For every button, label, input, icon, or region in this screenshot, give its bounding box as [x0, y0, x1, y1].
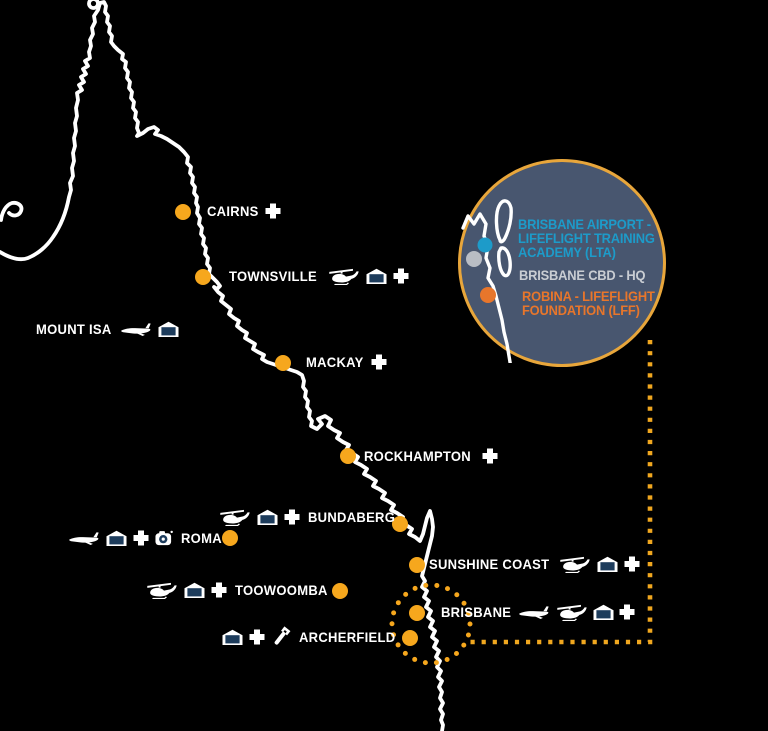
inset-entry-lta: BRISBANE AIRPORT - LIFEFLIGHT TRAINING A… — [518, 217, 655, 259]
inset-moreton-island — [494, 199, 513, 244]
hangar-icon — [366, 268, 387, 284]
city-row-sunshine-coast: SUNSHINE COAST — [429, 555, 640, 573]
city-row-mackay: MACKAY — [306, 354, 387, 370]
roma-dot[interactable] — [222, 530, 238, 546]
city-label-townsville: TOWNSVILLE — [229, 268, 317, 284]
city-label-mackay: MACKAY — [306, 354, 364, 370]
inset-stradbroke-island — [497, 246, 512, 278]
medical-cross-icon — [624, 556, 640, 572]
hangar-icon — [593, 604, 614, 620]
inset-hq-line1: BRISBANE CBD - HQ — [519, 267, 646, 283]
cairns-dot[interactable] — [175, 204, 191, 220]
brisbane-dot[interactable] — [409, 605, 425, 621]
maintenance-wrench-icon — [271, 626, 291, 648]
toowoomba-dot[interactable] — [332, 583, 348, 599]
hangar-icon — [158, 321, 179, 337]
hangar-icon — [257, 509, 278, 525]
hangar-icon — [222, 629, 243, 645]
sunshine-coast-dot[interactable] — [409, 557, 425, 573]
helicopter-icon — [555, 603, 588, 621]
inset-coastline-svg — [461, 199, 513, 363]
city-row-archerfield: ARCHERFIELD — [222, 626, 403, 648]
city-row-roma: ROMA — [68, 530, 225, 546]
archerfield-dot[interactable] — [402, 630, 418, 646]
brisbane-inset-circle: BRISBANE AIRPORT - LIFEFLIGHT TRAINING A… — [458, 159, 666, 367]
lff-dot[interactable] — [480, 287, 496, 303]
inset-entry-hq: BRISBANE CBD - HQ — [519, 267, 646, 283]
inset-mainland-coast — [461, 212, 512, 363]
helicopter-icon — [327, 267, 360, 285]
city-label-rockhampton: ROCKHAMPTON — [364, 448, 471, 464]
city-row-cairns: CAIRNS — [207, 203, 281, 219]
city-row-townsville: TOWNSVILLE — [229, 267, 409, 285]
medical-cross-icon — [393, 268, 409, 284]
city-row-mount-isa: MOUNT ISA — [36, 321, 179, 337]
city-row-brisbane: BRISBANE — [441, 603, 635, 621]
helicopter-icon — [558, 555, 591, 573]
inset-entry-lff: ROBINA - LIFEFLIGHT FOUNDATION (LFF) — [522, 289, 655, 317]
inset-lta-line1: BRISBANE AIRPORT - — [518, 216, 651, 232]
city-label-roma: ROMA — [181, 530, 222, 546]
brisbane-dashed-circle — [389, 582, 473, 666]
city-label-toowoomba: TOOWOOMBA — [235, 582, 328, 598]
hangar-icon — [597, 556, 618, 572]
simulator-camera-icon — [155, 530, 173, 546]
dotted-connector-line — [466, 340, 653, 645]
city-label-brisbane: BRISBANE — [441, 604, 512, 620]
inset-lta-line2: LIFEFLIGHT TRAINING — [518, 230, 655, 246]
plane-icon — [120, 322, 152, 337]
plane-icon — [518, 605, 550, 620]
city-label-sunshine-coast: SUNSHINE COAST — [429, 556, 550, 572]
city-label-archerfield: ARCHERFIELD — [299, 629, 396, 645]
medical-cross-icon — [249, 629, 265, 645]
gulf-river-curl — [0, 200, 24, 222]
city-label-mount-isa: MOUNT ISA — [36, 321, 112, 337]
city-label-cairns: CAIRNS — [207, 203, 259, 219]
helicopter-icon — [218, 508, 251, 526]
medical-cross-icon — [619, 604, 635, 620]
medical-cross-icon — [133, 530, 149, 546]
city-row-rockhampton: ROCKHAMPTON — [364, 448, 498, 464]
queensland-coastline — [0, 0, 445, 731]
hangar-icon — [184, 582, 205, 598]
medical-cross-icon — [265, 203, 281, 219]
hq-dot[interactable] — [466, 251, 482, 267]
city-row-toowoomba: TOOWOOMBA — [145, 581, 335, 599]
lta-dot[interactable] — [477, 237, 493, 253]
inset-lff-line2: FOUNDATION (LFF) — [522, 302, 640, 318]
medical-cross-icon — [284, 509, 300, 525]
inset-lta-line3: ACADEMY (LTA) — [518, 244, 616, 260]
city-row-bundaberg: BUNDABERG — [218, 508, 402, 526]
hangar-icon — [106, 530, 127, 546]
medical-cross-icon — [482, 448, 498, 464]
inset-lff-line1: ROBINA - LIFEFLIGHT — [522, 288, 655, 304]
medical-cross-icon — [371, 354, 387, 370]
rockhampton-dot[interactable] — [340, 448, 356, 464]
plane-icon — [68, 531, 100, 546]
townsville-dot[interactable] — [195, 269, 211, 285]
mackay-dot[interactable] — [275, 355, 291, 371]
bundaberg-dot[interactable] — [392, 516, 408, 532]
medical-cross-icon — [211, 582, 227, 598]
helicopter-icon — [145, 581, 178, 599]
city-label-bundaberg: BUNDABERG — [308, 509, 396, 525]
